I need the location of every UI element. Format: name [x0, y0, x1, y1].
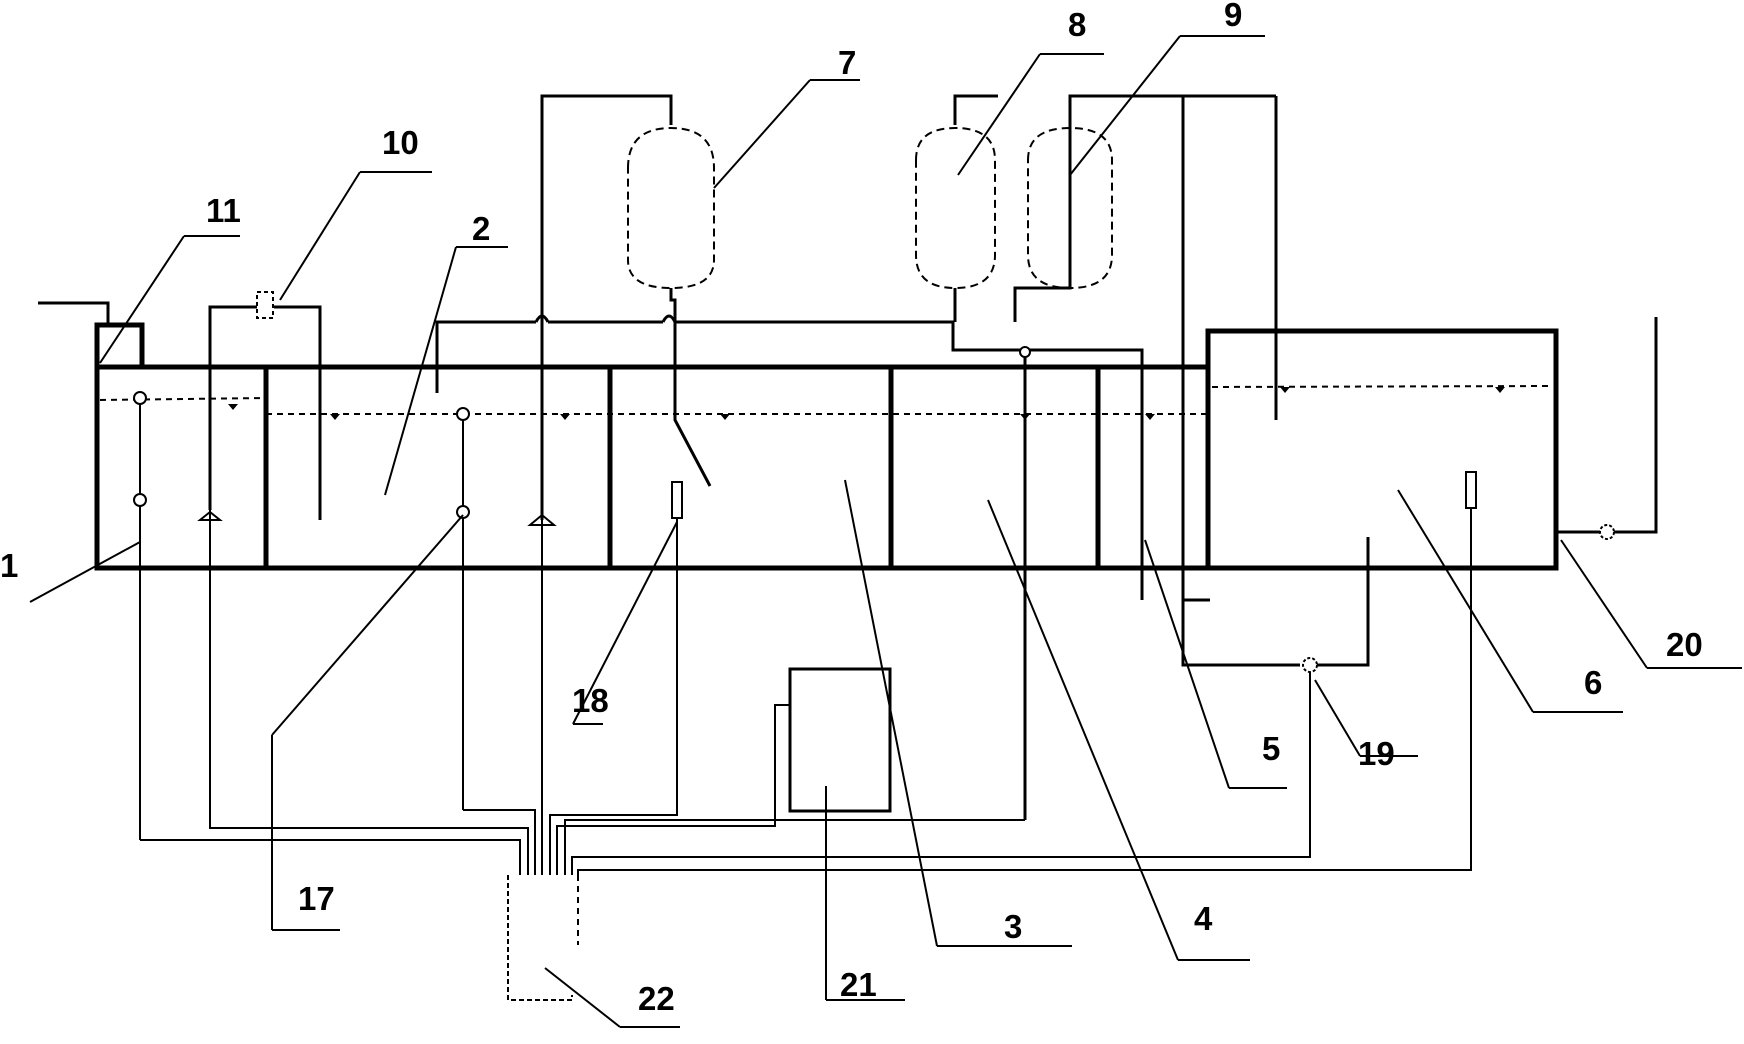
- label-1: 1: [0, 547, 18, 584]
- label-7: 7: [838, 44, 856, 81]
- tank-6: [1205, 328, 1559, 571]
- label-10: 10: [382, 124, 419, 161]
- label-3: 3: [1004, 908, 1022, 945]
- water-level-markers: [228, 387, 1505, 420]
- vessel-7: [627, 126, 715, 290]
- inlet-box-11: [38, 301, 145, 370]
- label-22: 22: [638, 980, 675, 1017]
- leader-lines: [29, 35, 1742, 1028]
- label-2: 2: [472, 210, 490, 247]
- pipe-network: [435, 94, 1278, 820]
- vessel-9: [1027, 126, 1113, 290]
- vessel-8: [915, 126, 996, 290]
- main-tank: [94, 364, 1559, 571]
- sensors: [133, 317, 1658, 840]
- label-19: 19: [1358, 735, 1395, 772]
- device-10: [208, 291, 322, 520]
- label-18: 18: [572, 682, 609, 719]
- label-6: 6: [1584, 664, 1602, 701]
- label-8: 8: [1068, 6, 1086, 43]
- label-20: 20: [1666, 626, 1703, 663]
- label-4: 4: [1194, 900, 1213, 937]
- label-5: 5: [1262, 730, 1280, 767]
- water-level-lines: [99, 385, 1553, 420]
- label-17: 17: [298, 880, 335, 917]
- control-box-21: [573, 667, 892, 827]
- label-9: 9: [1224, 0, 1242, 33]
- controller-22: [140, 508, 1472, 1001]
- label-11: 11: [206, 192, 241, 229]
- part-labels: 1 2 3 4 5 6 7 8 9 10 11 17 18 19 20 21 2…: [0, 0, 1703, 1017]
- label-21: 21: [840, 966, 877, 1003]
